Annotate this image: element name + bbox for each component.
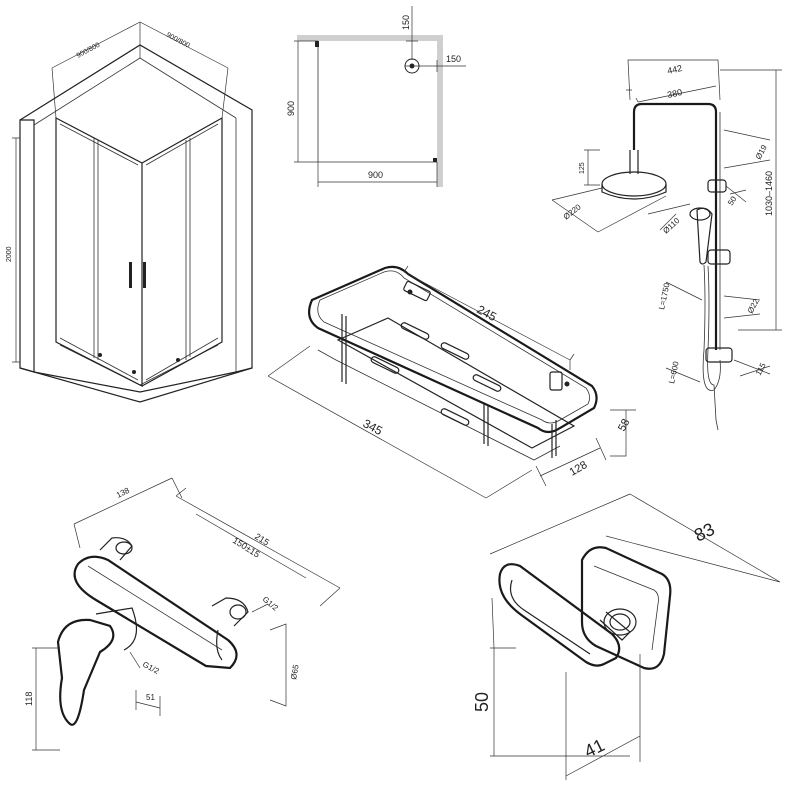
plan-offset-top-label: 150 (401, 15, 411, 30)
hook-height-label: 50 (472, 692, 492, 712)
mixer-thread-right-label: G1/2 (261, 595, 280, 613)
set-hose-lower-label: L=600 (667, 360, 681, 384)
mixer-height-label: 118 (24, 692, 34, 706)
set-head-height-label: 125 (579, 162, 586, 174)
basket-inner-length-label: 245 (475, 302, 500, 324)
hook-drawing: 83 50 41 (472, 493, 781, 780)
set-mixer-offset-label: 115 (754, 361, 768, 377)
set-bracket-label: Ø19 (754, 143, 769, 161)
mixer-drawing: 138 215 150±15 G1/2 G1/2 Ø65 118 51 (24, 477, 341, 751)
basket-length-label: 345 (361, 416, 386, 438)
plan-depth-label: 900 (286, 101, 296, 116)
mixer-escutcheon-label: Ø65 (289, 663, 301, 680)
set-hose-upper-label: L=1750 (657, 282, 672, 311)
mixer-width-label: 215 (253, 531, 271, 547)
plan-drawing: 150 150 900 900 (286, 6, 466, 187)
mixer-offset-label: 51 (146, 693, 155, 702)
mixer-thread-left-label: G1/2 (141, 660, 161, 676)
set-arm-total-label: 442 (666, 63, 683, 76)
hook-depth-label: 41 (581, 735, 608, 762)
hook-length-label: 83 (691, 519, 718, 546)
plan-offset-side-label: 150 (446, 54, 461, 64)
set-hand-shower-label: Ø110 (661, 216, 682, 236)
set-total-height-label: 1030–1460 (764, 171, 774, 216)
set-slider-gap-label: 50 (726, 194, 739, 207)
plan-width-label: 900 (368, 170, 383, 180)
basket-height-label: 58 (616, 417, 632, 433)
shower-set-drawing: 442 380 125 Ø220 Ø19 50 1030–1460 Ø110 L… (551, 59, 782, 431)
cabin-depth-label: 900/800 (76, 42, 102, 60)
mixer-depth-label: 138 (115, 486, 131, 500)
cabin-drawing: 900/800 900/800 2000 (6, 21, 253, 403)
cabin-width-label: 900/800 (165, 32, 191, 50)
basket-drawing: 245 345 58 128 (267, 265, 636, 499)
set-arm-label: 380 (666, 87, 683, 100)
set-head-diameter-label: Ø220 (562, 202, 583, 221)
cabin-height-label: 2000 (6, 246, 13, 262)
